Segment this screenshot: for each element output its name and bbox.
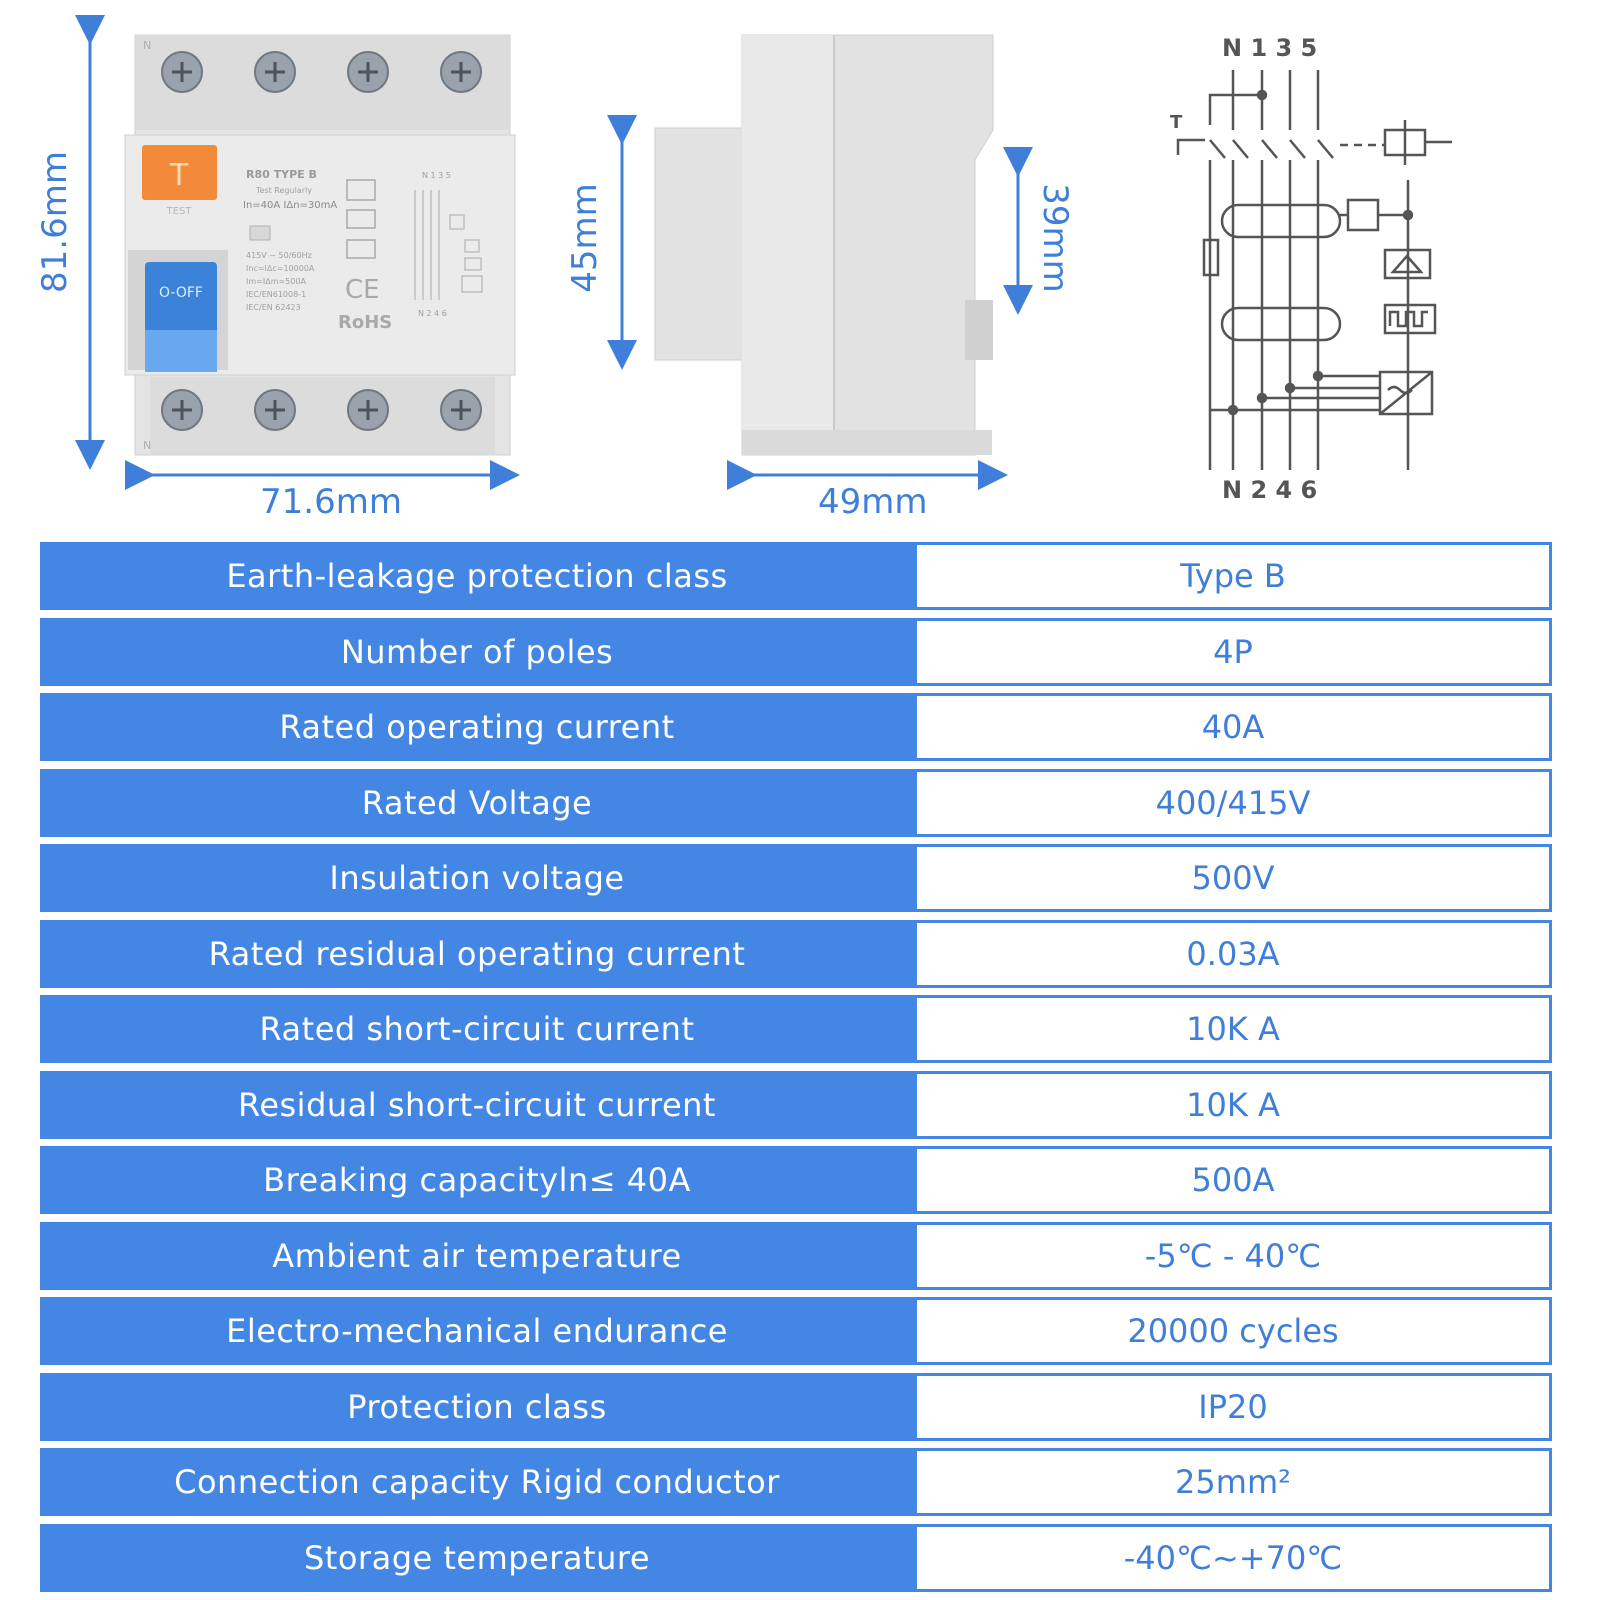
- svg-text:N 1 3 5: N 1 3 5: [422, 171, 451, 180]
- side-width-label: 49mm: [818, 482, 928, 522]
- front-view: T TEST R80 TYPE B Test Regularly In=40A …: [75, 14, 520, 490]
- test-button: [142, 145, 217, 200]
- svg-text:415V ~ 50/60Hz: 415V ~ 50/60Hz: [246, 251, 312, 260]
- spec-value: 0.03A: [914, 919, 1552, 988]
- model-label: R80 TYPE B: [246, 168, 317, 181]
- test-button-label: T: [169, 158, 189, 193]
- spec-name: Storage temperature: [40, 1523, 914, 1592]
- rohs-mark: RoHS: [338, 312, 392, 333]
- spec-name: Protection class: [40, 1372, 914, 1441]
- top-screws: [161, 51, 482, 93]
- spec-value: 4P: [914, 617, 1552, 686]
- ce-mark: CE: [345, 275, 380, 305]
- spec-name: Residual short-circuit current: [40, 1070, 914, 1139]
- wiring-schematic: N 1 3 5 T: [1170, 34, 1452, 504]
- side-inner-height-label: 39mm: [1035, 183, 1075, 293]
- schematic-test-mark: T: [1170, 112, 1183, 133]
- spec-value: Type B: [914, 542, 1552, 610]
- spec-name: Rated Voltage: [40, 768, 914, 837]
- side-view: [607, 34, 1033, 490]
- spec-name: Connection capacity Rigid conductor: [40, 1448, 914, 1516]
- spec-value: 500A: [914, 1146, 1552, 1214]
- spec-value: IP20: [914, 1372, 1552, 1441]
- svg-text:In=40A IΔn=30mA: In=40A IΔn=30mA: [243, 200, 337, 211]
- spec-value: 25mm²: [914, 1448, 1552, 1516]
- spec-value: -5℃ - 40℃: [914, 1221, 1552, 1290]
- spec-row: Storage temperature-40℃~+70℃: [40, 1523, 1552, 1592]
- spec-value: 500V: [914, 844, 1552, 912]
- spec-name: Rated operating current: [40, 693, 914, 761]
- svg-text:Test Regularly: Test Regularly: [255, 186, 312, 195]
- spec-name: Rated residual operating current: [40, 919, 914, 988]
- svg-text:IEC/EN 62423: IEC/EN 62423: [246, 303, 301, 312]
- spec-value: 40A: [914, 693, 1552, 761]
- front-width-label: 71.6mm: [260, 482, 402, 522]
- spec-name: Breaking capacityln≤ 40A: [40, 1146, 914, 1214]
- spec-name: Rated short-circuit current: [40, 995, 914, 1063]
- svg-text:Inc=IΔc=10000A: Inc=IΔc=10000A: [246, 264, 315, 273]
- spec-name: Electro-mechanical endurance: [40, 1297, 914, 1365]
- spec-value: -40℃~+70℃: [914, 1523, 1552, 1592]
- schematic-top-terminals: N 1 3 5: [1222, 34, 1317, 62]
- side-height-label: 45mm: [565, 183, 605, 293]
- svg-text:N: N: [143, 39, 151, 52]
- front-height-label: 81.6mm: [35, 151, 75, 293]
- svg-text:IEC/EN61008-1: IEC/EN61008-1: [246, 290, 306, 299]
- svg-text:N 2 4 6: N 2 4 6: [418, 309, 447, 318]
- schematic-bottom-terminals: N 2 4 6: [1222, 476, 1317, 504]
- svg-text:Im=IΔm=500A: Im=IΔm=500A: [246, 277, 306, 286]
- spec-value: 400/415V: [914, 768, 1552, 837]
- bottom-screws: [161, 389, 482, 431]
- svg-text:TEST: TEST: [166, 206, 193, 217]
- spec-row: Ambient air temperature-5℃ - 40℃: [40, 1221, 1552, 1290]
- spec-name: Ambient air temperature: [40, 1221, 914, 1290]
- spec-name: Insulation voltage: [40, 844, 914, 912]
- spec-name: Number of poles: [40, 617, 914, 686]
- spec-value: 10K A: [914, 1070, 1552, 1139]
- svg-text:O-OFF: O-OFF: [159, 285, 203, 301]
- svg-text:N: N: [143, 439, 151, 452]
- spec-value: 10K A: [914, 995, 1552, 1063]
- spec-name: Earth-leakage protection class: [40, 542, 914, 610]
- spec-value: 20000 cycles: [914, 1297, 1552, 1365]
